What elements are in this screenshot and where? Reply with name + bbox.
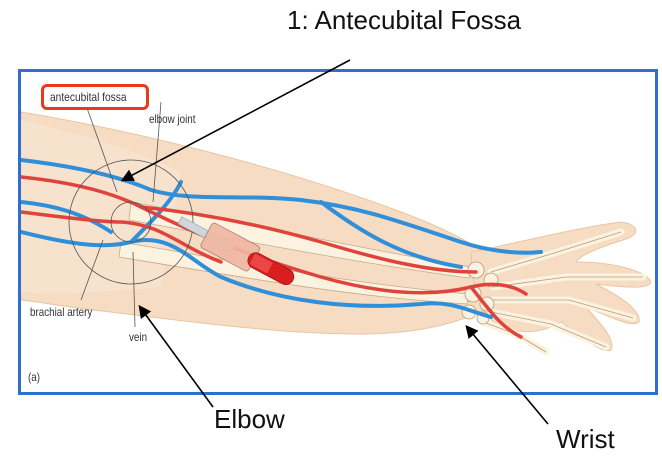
wrist-annotation: Wrist <box>556 424 615 455</box>
elbow-annotation: Elbow <box>214 404 285 435</box>
elbow-arrow <box>140 307 213 407</box>
wrist-arrow <box>467 327 548 424</box>
title-arrow <box>123 60 350 180</box>
